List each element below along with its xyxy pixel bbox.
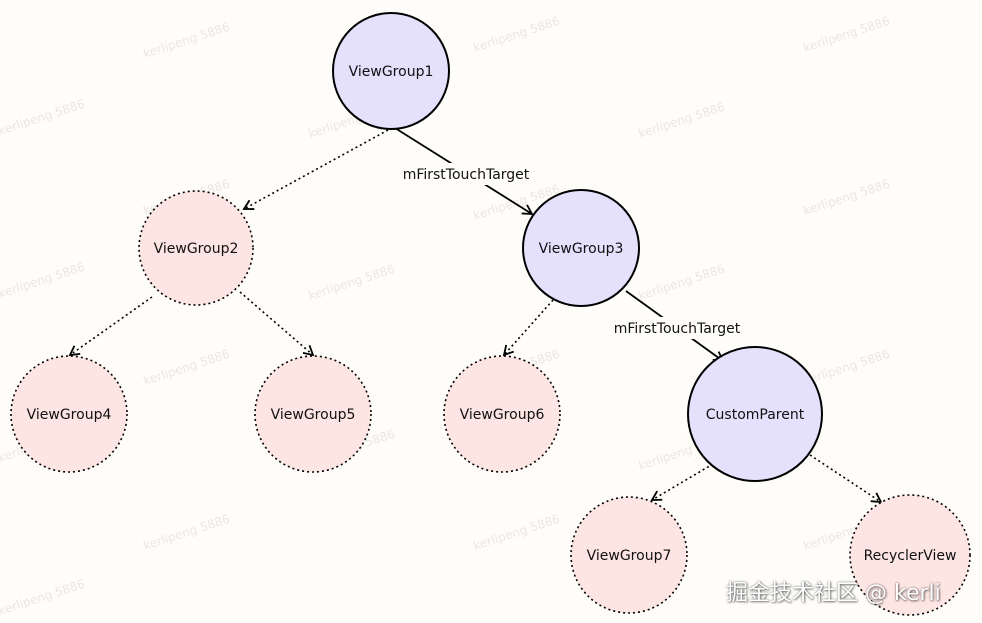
watermark-text: kerlipeng 5886	[802, 14, 892, 55]
node-label: CustomParent	[706, 407, 805, 423]
node-label: ViewGroup6	[460, 407, 545, 423]
watermark-text: kerlipeng 5886	[142, 347, 232, 388]
watermark-text: kerlipeng 5886	[142, 512, 232, 553]
node-viewgroup4: ViewGroup4	[10, 355, 128, 473]
node-viewgroup2: ViewGroup2	[138, 190, 254, 306]
node-circle	[443, 355, 561, 473]
node-label: ViewGroup1	[349, 64, 434, 80]
node-label: ViewGroup7	[587, 548, 672, 564]
brand-watermark: 掘金技术社区 @ kerli	[726, 581, 941, 606]
watermark-text: kerlipeng 5886	[472, 512, 562, 553]
edge-vg1-vg2	[242, 129, 389, 210]
node-circle	[687, 346, 823, 482]
node-label: ViewGroup4	[27, 407, 112, 423]
node-viewgroup5: ViewGroup5	[254, 355, 372, 473]
edge-vg2-vg4	[68, 296, 153, 357]
watermark-text: kerlipeng 5886	[472, 14, 562, 55]
watermark-text: kerlipeng 5886	[0, 97, 87, 138]
watermark-text: kerlipeng 5886	[0, 577, 87, 618]
watermark-layer: kerlipeng 5886 kerlipeng 5886 kerlipeng …	[0, 14, 892, 618]
node-circle	[138, 190, 254, 306]
edge-vg2-vg5	[239, 291, 315, 357]
watermark-text: kerlipeng 5886	[802, 347, 892, 388]
node-label: RecyclerView	[864, 548, 957, 564]
edge-customparent-vg7	[650, 463, 714, 501]
edge-label-bg	[607, 317, 747, 339]
node-circle	[10, 355, 128, 473]
node-label: ViewGroup2	[154, 241, 239, 257]
edge-customparent-recyclerview	[809, 454, 883, 504]
node-viewgroup1: ViewGroup1	[332, 12, 450, 130]
edge-label-mfirsttouchtarget: mFirstTouchTarget	[614, 321, 741, 337]
node-circle	[522, 189, 640, 307]
watermark-text: kerlipeng 5886	[307, 262, 397, 303]
node-recyclerview: RecyclerView	[849, 494, 971, 616]
node-circle	[254, 355, 372, 473]
node-viewgroup3: ViewGroup3	[522, 189, 640, 307]
node-circle	[570, 496, 688, 614]
node-viewgroup7: ViewGroup7	[570, 496, 688, 614]
watermark-text: kerlipeng 5886	[0, 260, 87, 301]
nodes-layer: ViewGroup1 ViewGroup2 ViewGroup3 ViewGro…	[10, 12, 971, 616]
node-circle	[332, 12, 450, 130]
node-viewgroup6: ViewGroup6	[443, 355, 561, 473]
watermark-text: kerlipeng 5886	[637, 262, 727, 303]
node-label: ViewGroup5	[271, 407, 356, 423]
watermark-text: kerlipeng 5886	[802, 177, 892, 218]
node-circle	[849, 494, 971, 616]
node-customparent: CustomParent	[687, 346, 823, 482]
edge-vg3-vg6	[502, 299, 554, 357]
edge-label-mfirsttouchtarget: mFirstTouchTarget	[403, 167, 530, 183]
watermark-text: kerlipeng 5886	[142, 20, 232, 61]
watermark-text: kerlipeng 5886	[637, 100, 727, 141]
edge-label-bg	[398, 163, 534, 185]
node-label: ViewGroup3	[539, 241, 624, 257]
